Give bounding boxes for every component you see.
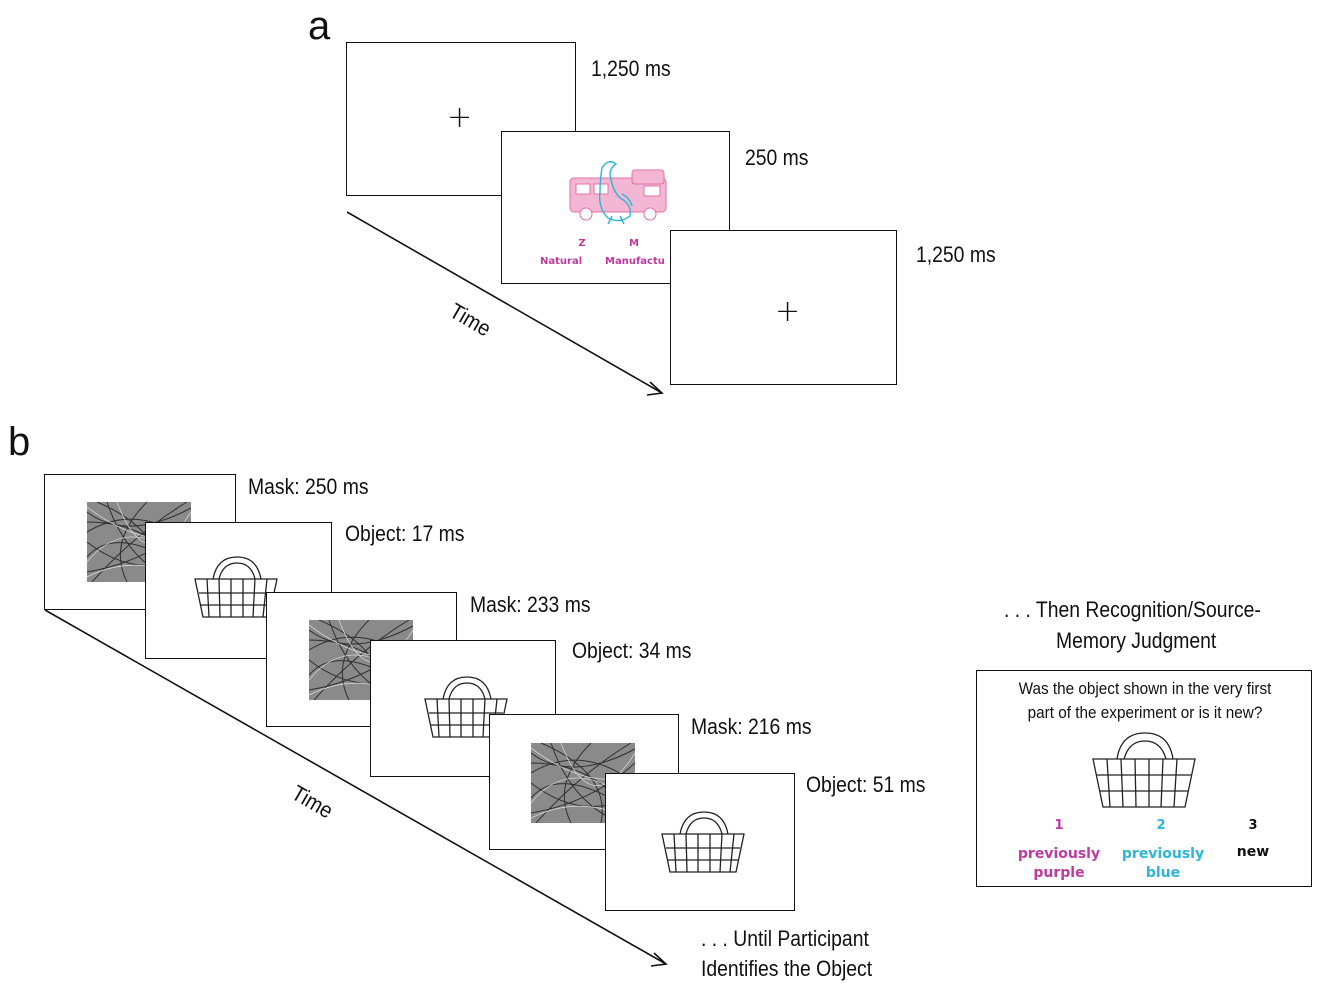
question-line2: part of the experiment or is it new? [1027,703,1263,722]
option-label-line2: blue [1145,865,1181,881]
time-arrowhead-b [650,952,668,967]
frame-duration-caption: Object: 17 ms [345,521,465,546]
object-frame-3 [605,773,795,911]
recognition-judgment-screen: Was the object shown in the very first p… [976,670,1312,887]
panel-b-label: b [8,420,31,464]
option-key-manufactured: M [629,238,639,249]
option-label-line1: new [1236,844,1270,860]
option-label-previously-purple: previously purple [1009,845,1109,883]
option-label-previously-blue: previously blue [1113,845,1213,883]
option-key-natural: Z [578,238,586,249]
option-key-new: 3 [1248,818,1258,833]
overlapping-objects-image [569,161,667,225]
frame-duration-caption: 1,250 ms [591,56,671,81]
recognition-heading-line2: Memory Judgment [1056,628,1217,653]
frame-duration-caption: Object: 34 ms [572,638,692,663]
option-key-previously-blue: 2 [1156,818,1166,833]
panel-a-label: a [308,4,331,48]
option-label-line1: previously [1121,846,1205,862]
frame-duration-caption: Mask: 250 ms [248,474,369,499]
question-line1: Was the object shown in the very first [1018,679,1272,698]
frame-duration-caption: Mask: 216 ms [691,714,812,739]
frame-duration-caption: 1,250 ms [916,242,996,267]
fixation-frame-1: + [346,42,576,196]
frame-duration-caption: Mask: 233 ms [470,592,591,617]
overlapping-picture-frame: Z M Natural Manufactu [501,131,730,284]
fixation-cross: + [447,100,473,135]
frame-duration-caption: 250 ms [745,145,809,170]
time-arrowhead-a [646,381,664,396]
recognition-heading-line1: . . . Then Recognition/Source- [1004,597,1261,622]
option-label-new: new [1213,843,1293,862]
option-key-previously-purple: 1 [1054,818,1064,833]
option-label-line2: purple [1033,865,1085,881]
time-axis-label-a: Time [445,298,496,342]
end-caption-line1: . . . Until Participant [701,926,869,951]
end-caption-line2: Identifies the Object [701,956,873,981]
frame-duration-caption: Object: 51 ms [806,772,926,797]
fixation-cross: + [775,294,801,329]
option-label-natural: Natural [540,256,583,267]
fixation-frame-2: + [670,230,897,385]
time-axis-label-b: Time [287,780,338,824]
option-label-manufactured: Manufactu [605,256,665,267]
option-label-line1: previously [1017,846,1101,862]
basket-image [1092,732,1196,808]
recognition-question: Was the object shown in the very first p… [994,677,1296,725]
basket-image [661,811,745,873]
